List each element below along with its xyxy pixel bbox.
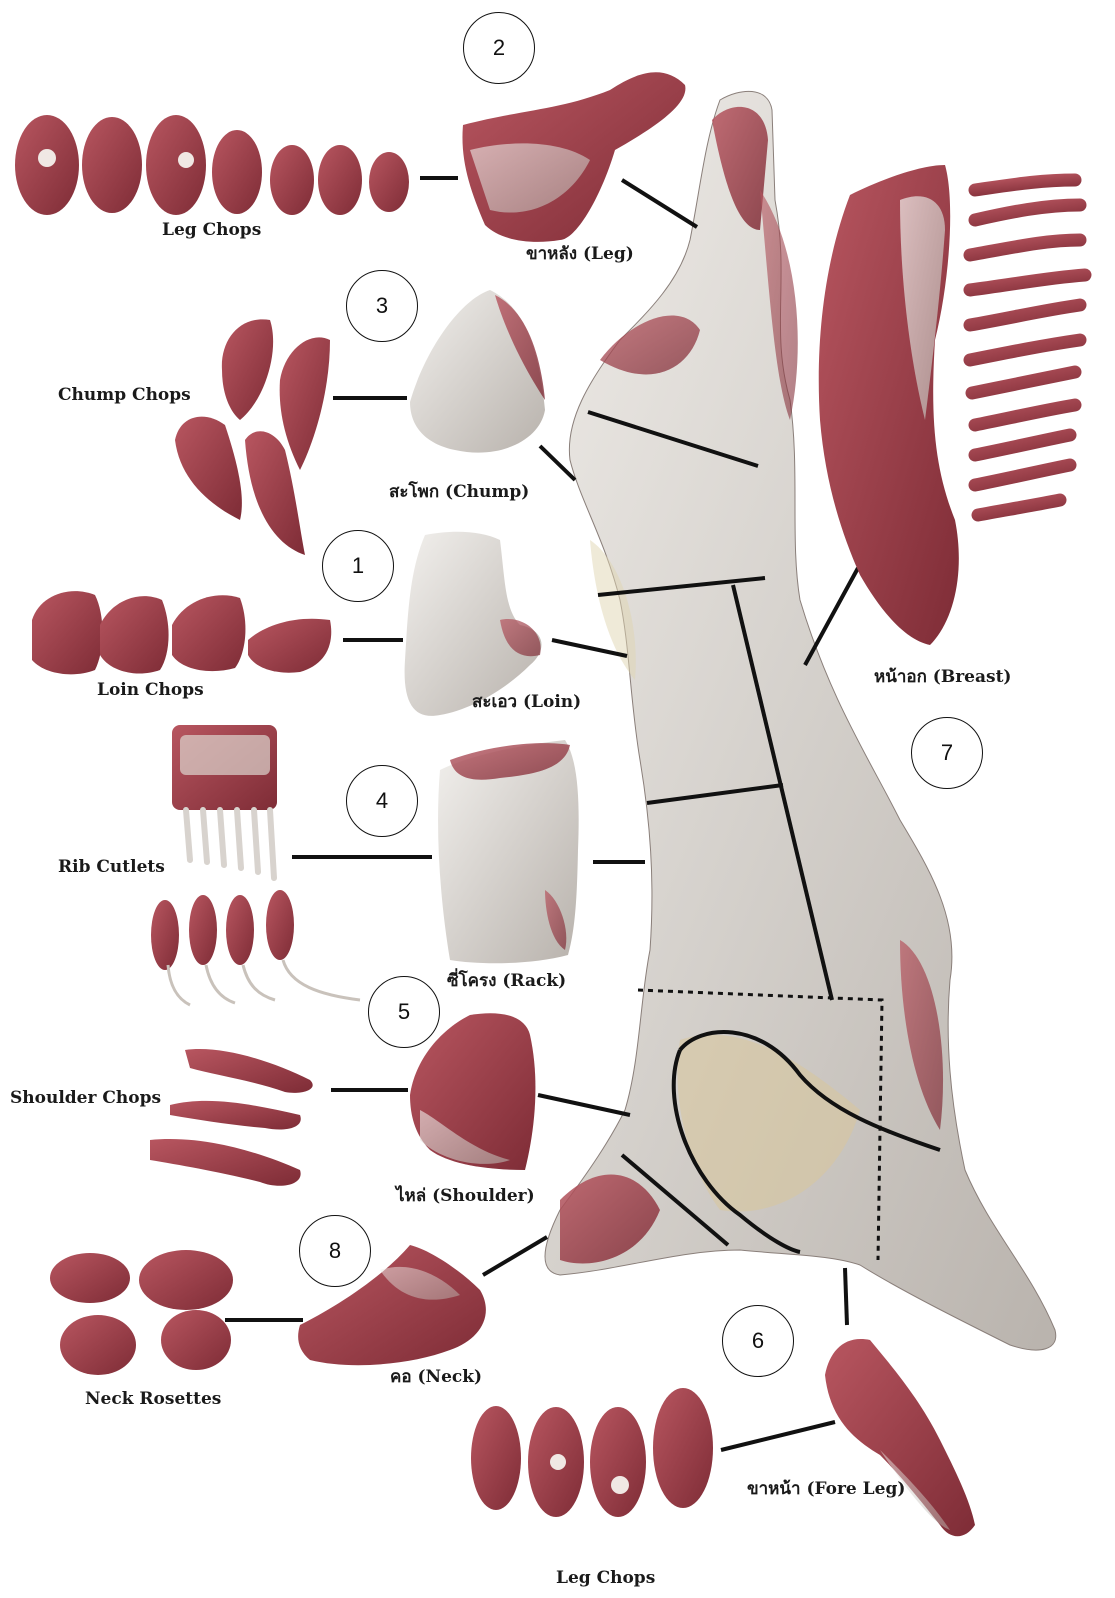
neck-rosettes	[50, 1250, 233, 1375]
cut-number-7: 7	[911, 717, 983, 789]
cut-number-3: 3	[346, 270, 418, 342]
neck-label: คอ (Neck)	[390, 1363, 482, 1390]
rib-cutlets-label: Rib Cutlets	[58, 857, 165, 877]
leg-chops-bottom-label: Leg Chops	[556, 1568, 655, 1588]
rack-label: ซี่โครง (Rack)	[447, 967, 566, 994]
cut-number-1: 1	[322, 530, 394, 602]
shoulder-chops	[150, 1049, 313, 1186]
chump-cut	[410, 290, 545, 453]
leg-chops-top-label: Leg Chops	[162, 220, 261, 240]
loin-chops	[32, 591, 331, 674]
chump-label: สะโพก (Chump)	[389, 478, 529, 505]
fore-leg-cut	[825, 1339, 975, 1536]
breast-cut	[819, 165, 959, 645]
rack-cut	[438, 740, 579, 963]
cut-number-5: 5	[368, 976, 440, 1048]
loin-chops-label: Loin Chops	[97, 680, 204, 700]
neck-rosettes-label: Neck Rosettes	[85, 1389, 221, 1409]
cut-number-8: 8	[299, 1215, 371, 1287]
lamb-carcass	[540, 91, 1056, 1350]
leg-chops-bottom	[471, 1388, 713, 1517]
leg-cut	[462, 72, 685, 242]
breast-label: หน้าอก (Breast)	[874, 663, 1011, 690]
shoulder-chops-label: Shoulder Chops	[10, 1088, 161, 1108]
leg-chops-top	[15, 115, 409, 215]
cut-number-6: 6	[722, 1305, 794, 1377]
breast-ribs	[970, 180, 1085, 515]
chump-chops	[175, 319, 330, 555]
chump-chops-label: Chump Chops	[58, 385, 191, 405]
loin-label: สะเอว (Loin)	[472, 688, 581, 715]
rib-cutlets	[151, 725, 360, 1005]
shoulder-label: ไหล่ (Shoulder)	[396, 1182, 535, 1209]
cut-number-2: 2	[463, 12, 535, 84]
cut-number-4: 4	[346, 765, 418, 837]
fore-leg-label: ขาหน้า (Fore Leg)	[747, 1475, 905, 1502]
leg-label: ขาหลัง (Leg)	[526, 240, 634, 267]
